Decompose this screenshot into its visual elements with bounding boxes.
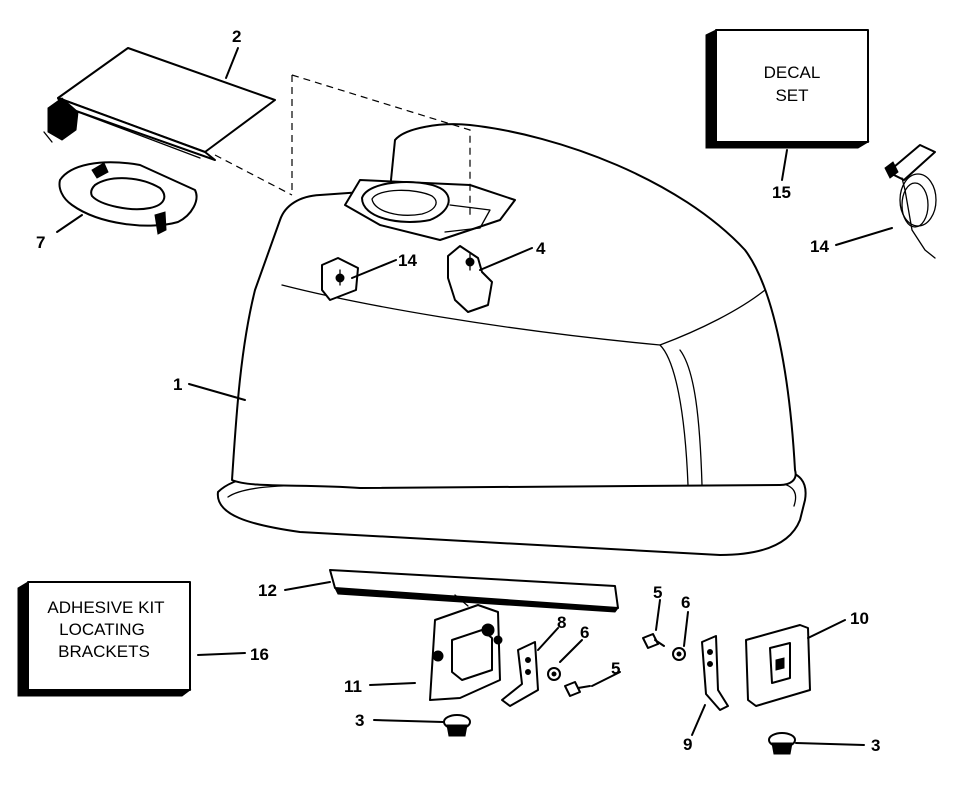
adhesive-kit-box: ADHESIVE KIT LOCATING BRACKETS [17,581,192,697]
top-hood-cover [43,47,276,161]
leader-lines [56,47,893,746]
callout-6-right: 6 [681,593,690,612]
callout-8: 8 [557,613,566,632]
callout-10: 10 [850,609,869,628]
callout-12: 12 [258,581,277,600]
callout-5-left: 5 [611,659,620,678]
engine-cover [216,123,807,556]
adhesive-kit-line2: LOCATING [59,620,145,639]
callout-11: 11 [344,677,362,696]
callout-2: 2 [232,27,241,46]
knob-3-left [443,714,471,737]
callout-13: 14 [398,251,417,270]
knob-3-right [768,732,796,755]
alignment-guide-lines [214,74,471,215]
callout-16: 16 [250,645,269,664]
callout-15: 15 [772,183,791,202]
decal-set-line2: SET [775,86,808,105]
callout-9: 9 [683,735,692,754]
adhesive-kit-line1: ADHESIVE KIT [47,598,164,617]
latch-bracket-11 [429,604,503,701]
plate-10 [745,624,811,707]
callout-1: 1 [173,375,182,394]
callout-7: 7 [36,233,45,252]
callout-numbers: 2 7 1 14 4 15 14 16 12 11 8 6 5 5 6 9 10… [36,27,880,755]
callout-4: 4 [536,239,546,258]
washer-6-right [672,647,686,661]
callout-3-right: 3 [871,736,880,755]
adhesive-kit-line3: BRACKETS [58,642,150,661]
cable-assembly-14 [884,144,937,259]
callout-6-left: 6 [580,623,589,642]
latch-arm-9 [701,635,729,711]
seal-ring-gasket [58,161,198,235]
screw-5-right [642,633,665,649]
bracket-13 [321,257,359,301]
latch-arm-8 [501,641,539,707]
callout-3-left: 3 [355,711,364,730]
seal-strip-12 [329,569,619,613]
screw-5-left [564,681,591,697]
callout-14: 14 [810,237,829,256]
decal-set-line1: DECAL [764,63,821,82]
strip-to-bracket-leader [454,594,469,607]
bracket-4 [447,245,493,313]
washer-6-left [547,667,561,681]
callout-5-right: 5 [653,583,662,602]
decal-set-box: DECAL SET [705,29,870,149]
